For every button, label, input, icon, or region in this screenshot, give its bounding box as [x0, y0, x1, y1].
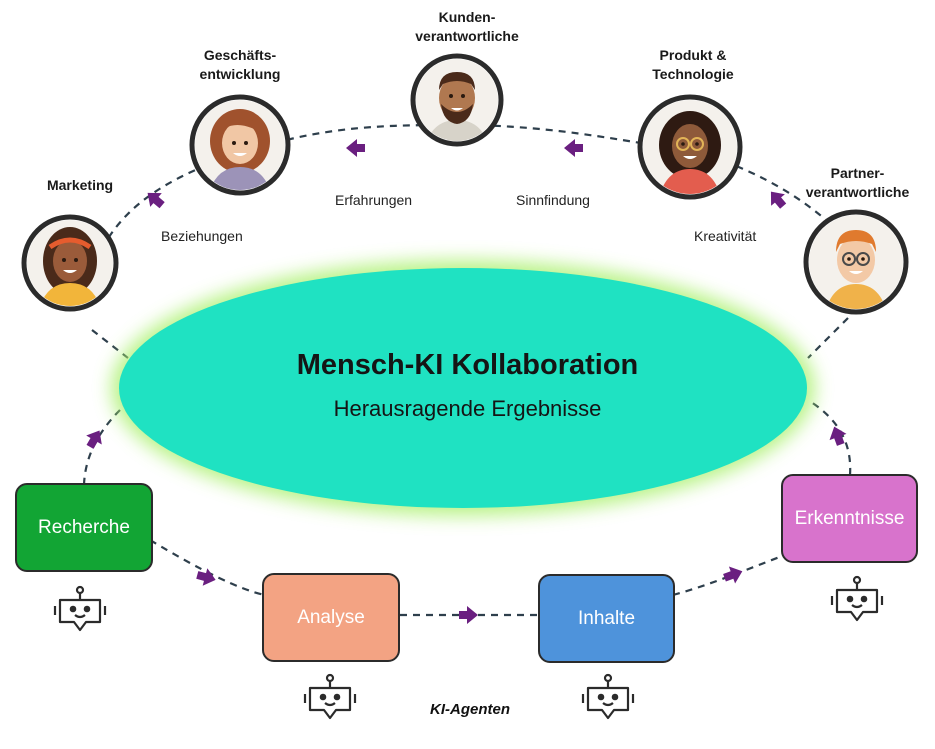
center-subtitle: Herausragende Ergebnisse — [333, 396, 602, 421]
dashed-path-left-ellipse — [91, 329, 129, 359]
robot-icon — [303, 673, 357, 720]
arrow-icon — [770, 191, 787, 209]
agent-box-inhalte: Inhalte — [538, 574, 675, 663]
role-label-product-technology: Produkt & Technologie — [652, 47, 734, 82]
role-label-partner: Partner- verantwortliche — [805, 165, 910, 200]
robot-icon — [581, 673, 635, 720]
woman-glasses-avatar-icon — [637, 94, 743, 200]
collaboration-ellipse — [119, 268, 807, 508]
man-glasses-avatar-icon — [803, 209, 909, 315]
woman-headband-avatar-icon — [21, 214, 119, 312]
arrow-icon — [86, 430, 102, 449]
robot-icon — [830, 575, 884, 622]
arc-label-erfahrungen: Erfahrungen — [335, 192, 413, 208]
role-label-business-development: Geschäfts- entwicklung — [199, 47, 281, 82]
footer-label-ki-agenten: KI-Agenten — [430, 701, 510, 718]
arrow-markers — [86, 139, 847, 624]
role-label-marketing: Marketing — [46, 177, 114, 193]
dashed-path-right-up — [807, 399, 852, 476]
bearded-man-avatar-icon — [410, 53, 504, 147]
dashed-path-recherche-analyse — [149, 539, 266, 597]
dashed-path-left-down — [82, 409, 121, 486]
agent-box-recherche: Recherche — [15, 483, 153, 572]
arc-label-kreativitaet: Kreativität — [694, 228, 757, 244]
arrow-icon — [829, 426, 847, 446]
arc-label-sinnfindung: Sinnfindung — [516, 192, 590, 208]
arrow-icon — [147, 192, 165, 209]
dashed-path-right-ellipse — [807, 317, 849, 359]
arrow-icon — [196, 568, 216, 586]
robot-icon — [53, 585, 107, 632]
agent-box-analyse: Analyse — [262, 573, 400, 662]
woman-short-hair-avatar-icon — [189, 94, 291, 196]
arrow-icon — [459, 606, 478, 624]
role-label-customer: Kunden- verantwortliche — [415, 9, 519, 44]
center-title: Mensch-KI Kollaboration — [296, 349, 639, 381]
arrow-icon — [346, 139, 365, 157]
arc-label-beziehungen: Beziehungen — [161, 228, 243, 244]
agent-box-erkenntnisse: Erkenntnisse — [781, 474, 918, 563]
arrow-icon — [723, 566, 743, 584]
arrow-icon — [564, 139, 583, 157]
